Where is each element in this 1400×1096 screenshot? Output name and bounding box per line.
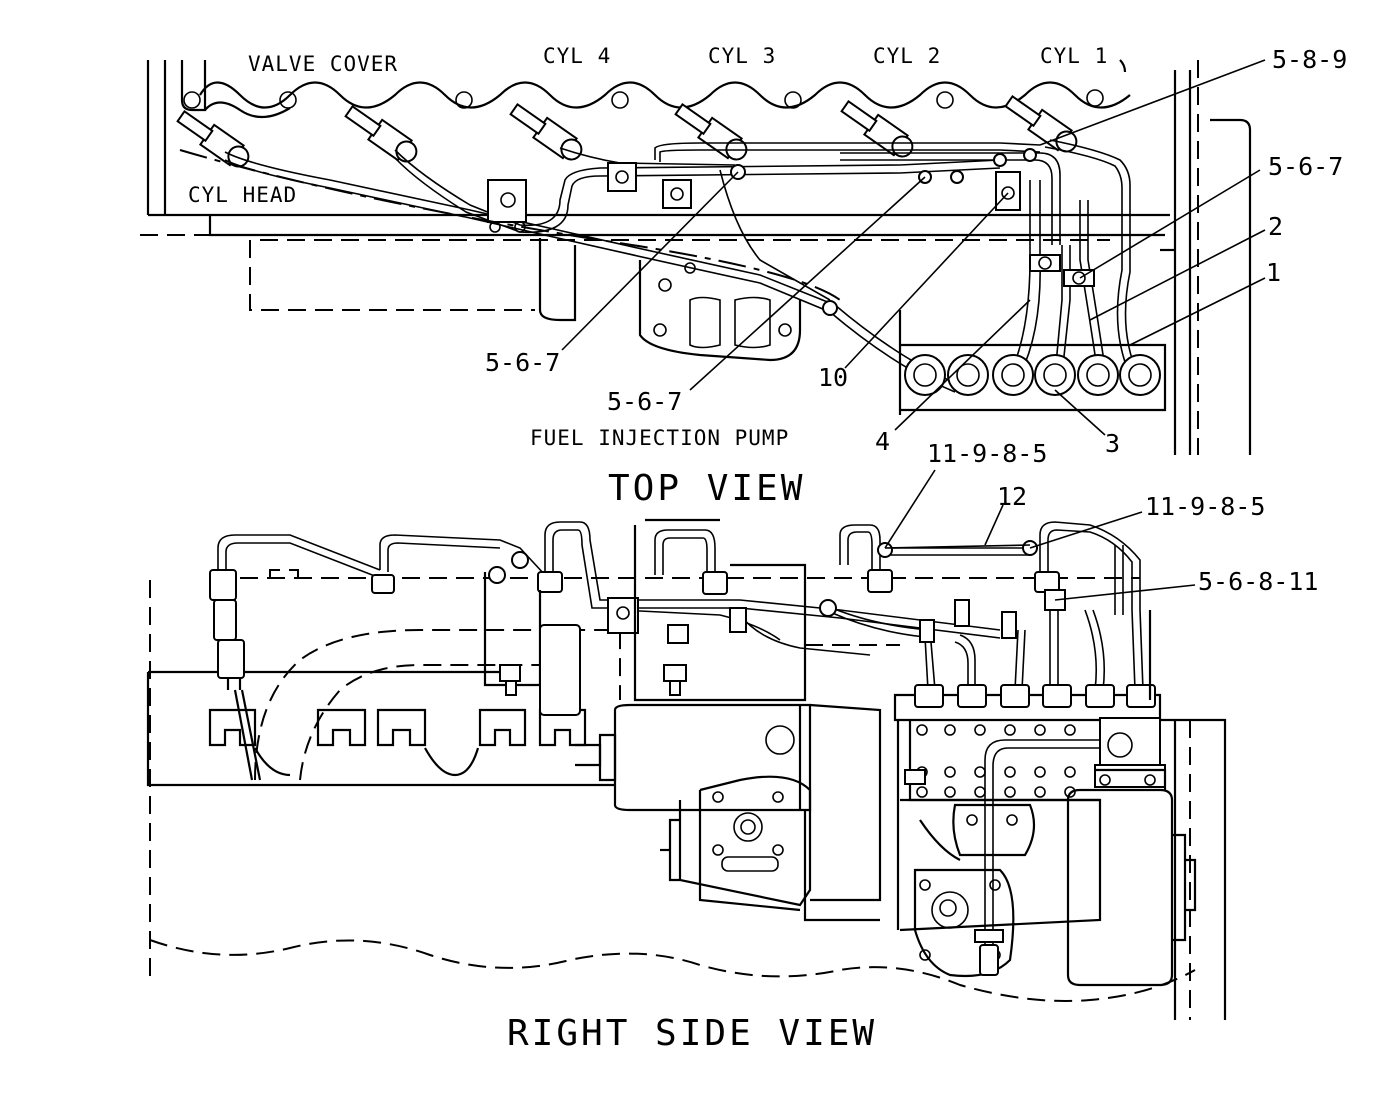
cyl-2-label: CYL 2 [873, 44, 941, 68]
cyl-3-label: CYL 3 [708, 44, 776, 68]
top-pump-outlets [898, 310, 1167, 415]
callout-3: 3 [1105, 429, 1120, 458]
callout-5-6-7-center: 5-6-7 [607, 387, 682, 416]
cyl-4-label: CYL 4 [543, 44, 611, 68]
side-view-drawing [146, 469, 1227, 1020]
callout-11-9-8-5-right: 11-9-8-5 [1145, 492, 1265, 521]
callout-5-6-7-left: 5-6-7 [485, 348, 560, 377]
callout-12: 12 [997, 482, 1027, 511]
side-fuel-injection-pump [893, 684, 1166, 978]
side-fuel-lines [217, 521, 1144, 691]
right-side-view-title: RIGHT SIDE VIEW [507, 1013, 877, 1054]
callout-11-9-8-5-left: 11-9-8-5 [927, 439, 1047, 468]
callout-1: 1 [1266, 258, 1281, 287]
callout-5-8-9: 5-8-9 [1272, 45, 1347, 74]
top-fuel-lines [224, 139, 1139, 393]
fuel-injection-pump-label: FUEL INJECTION PUMP [530, 426, 789, 450]
callout-10: 10 [818, 363, 848, 392]
callout-4: 4 [875, 427, 890, 456]
cyl-1-label: CYL 1 [1040, 44, 1108, 68]
starter-motor [575, 703, 882, 922]
side-fittings [371, 540, 1066, 643]
callout-5-6-8-11: 5-6-8-11 [1198, 567, 1318, 596]
callout-5-6-7-right: 5-6-7 [1268, 152, 1343, 181]
side-leader-lines [884, 469, 1196, 601]
cyl-head-label: CYL HEAD [188, 183, 297, 207]
injector-group [176, 95, 1078, 168]
top-view-drawing [140, 59, 1266, 455]
valve-cover-label: VALVE COVER [248, 52, 398, 76]
top-leader-lines [561, 59, 1266, 436]
callout-2: 2 [1268, 212, 1283, 241]
top-view-title: TOP VIEW [608, 468, 805, 509]
exhaust-ports [208, 708, 587, 777]
top-clamps [487, 148, 1095, 316]
